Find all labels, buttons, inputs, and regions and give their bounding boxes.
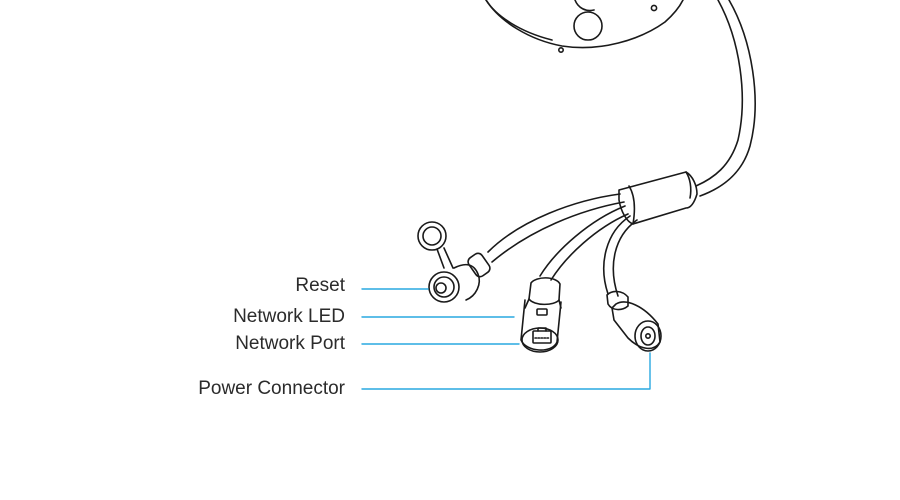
network-connector bbox=[520, 277, 562, 353]
camera-body bbox=[485, 0, 684, 53]
main-cable bbox=[695, 0, 756, 197]
branch-cables bbox=[487, 193, 638, 297]
power-connector bbox=[606, 290, 662, 352]
power-connector-label: Power Connector bbox=[198, 378, 345, 399]
power-connector-leader-line bbox=[361, 352, 651, 390]
network-port-label: Network Port bbox=[235, 333, 345, 354]
reset-label: Reset bbox=[295, 275, 345, 296]
reset-connector bbox=[417, 221, 491, 303]
network-led-label: Network LED bbox=[233, 306, 345, 327]
leader-lines bbox=[361, 288, 651, 390]
cable-splitter bbox=[618, 171, 698, 225]
